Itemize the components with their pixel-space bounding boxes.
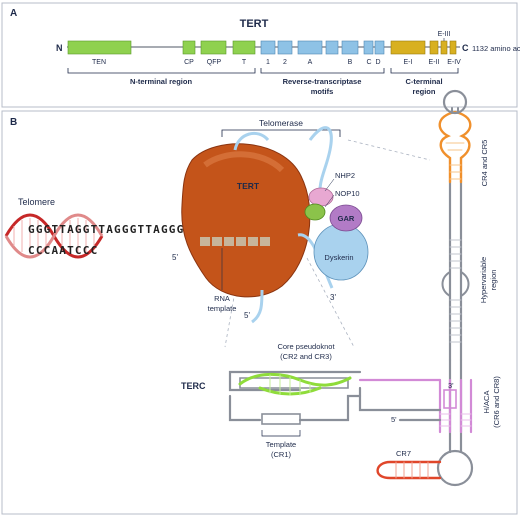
domain-t xyxy=(232,40,256,55)
rna-strand-5prime xyxy=(251,289,264,324)
c-terminal-label-line2: region xyxy=(413,87,436,96)
panel-a-title: TERT xyxy=(240,18,269,30)
c-terminal-bracket xyxy=(390,68,459,74)
terc-5prime-label: 5' xyxy=(391,415,397,424)
nhp2 xyxy=(308,187,334,207)
nhp2-leader xyxy=(324,178,335,192)
motif-b xyxy=(341,40,359,55)
core-pseudoknot-label-line2: (CR2 and CR3) xyxy=(280,352,332,361)
nop10 xyxy=(304,203,326,221)
telomerase-label: Telomerase xyxy=(259,118,303,128)
domain-e-iii xyxy=(440,40,448,55)
domain-qfp xyxy=(200,40,227,55)
dyskerin-label: Dyskerin xyxy=(324,253,353,262)
label-cp: CP xyxy=(184,59,194,66)
label-2: 2 xyxy=(283,59,287,66)
hypervariable-label-line2: region xyxy=(489,270,498,291)
template-label-line2: (CR1) xyxy=(271,450,292,459)
rt-label-line1: Reverse-transcriptase xyxy=(283,77,362,86)
core-pseudoknot-label-line1: Core pseudoknot xyxy=(277,342,335,351)
n-terminal-region-label: N-terminal region xyxy=(130,77,193,86)
tert-highlight xyxy=(203,151,285,173)
dna-top-strand: GGGTTAGGTTAGGGTTAGGG xyxy=(28,223,184,236)
cr4-cr5-label: CR4 and CR5 xyxy=(480,140,489,187)
zoom-line-top xyxy=(347,139,431,161)
n-terminus-label: N xyxy=(56,43,63,53)
terc-rna xyxy=(228,89,474,487)
motif-c xyxy=(363,40,374,55)
telomere-helix xyxy=(4,213,104,259)
hypervariable-label-line1: Hypervariable xyxy=(479,257,488,303)
domain-cp xyxy=(182,40,196,55)
length-label: 1132 amino acids xyxy=(472,44,520,53)
label-c: C xyxy=(366,59,371,66)
rna-template-label-line2: template xyxy=(208,304,237,313)
label-b: B xyxy=(348,59,353,66)
label-e-iv: E-IV xyxy=(447,59,461,66)
tert-label: TERT xyxy=(237,181,260,191)
c-terminus-label: C xyxy=(462,43,469,53)
terc-3prime-label: 3' xyxy=(448,381,454,390)
domain-ten xyxy=(67,40,132,55)
label-e-iii: E-III xyxy=(438,31,451,38)
gar-label: GAR xyxy=(338,214,355,223)
terc-label: TERC xyxy=(181,381,206,391)
domain-e-ii xyxy=(429,40,439,55)
label-d: D xyxy=(375,59,380,66)
panel-a-frame xyxy=(1,2,518,108)
haca-label-line1: H/ACA xyxy=(482,391,491,414)
motif-d xyxy=(374,40,385,55)
panel-b-letter: B xyxy=(10,117,17,128)
label-e-i: E-I xyxy=(404,59,413,66)
telomerase-bracket xyxy=(221,129,341,137)
rna-template-bases xyxy=(200,237,270,246)
tert-protein xyxy=(181,143,311,298)
label-ten: TEN xyxy=(92,59,106,66)
label-qfp: QFP xyxy=(207,59,222,66)
dna-bottom-strand: CCCAATCCC xyxy=(28,244,98,257)
motif-1 xyxy=(260,40,276,55)
rna-strand-top xyxy=(233,131,270,151)
rt-bracket xyxy=(260,68,385,74)
nhp2-label: NHP2 xyxy=(335,171,355,180)
dna-5prime-label: 5' xyxy=(172,253,178,262)
domain-e-iv xyxy=(449,40,457,55)
c-terminal-label-line1: C-terminal xyxy=(405,77,442,86)
cr7-label: CR7 xyxy=(396,449,411,458)
motif-gap xyxy=(325,40,339,55)
rna-template-label-line1: RNA xyxy=(214,294,230,303)
domain-e-i xyxy=(390,40,426,55)
label-t: T xyxy=(242,59,247,66)
rna-5prime-label: 5' xyxy=(244,311,250,320)
nop10-leader xyxy=(324,194,335,208)
nop10-label: NOP10 xyxy=(335,189,360,198)
n-terminal-bracket xyxy=(67,68,256,74)
motif-2 xyxy=(277,40,293,55)
gar-domain xyxy=(329,204,363,232)
dyskerin xyxy=(313,223,369,281)
haca-label-line2: (CR6 and CR8) xyxy=(492,376,501,428)
label-a: A xyxy=(308,59,313,66)
telomere-label: Telomere xyxy=(18,197,55,207)
zoom-line-mid xyxy=(306,257,355,348)
rna-3prime-label: 3' xyxy=(330,293,336,302)
motif-a xyxy=(297,40,323,55)
template-label-line1: Template xyxy=(266,440,296,449)
label-e-ii: E-II xyxy=(429,59,440,66)
rna-strand-right xyxy=(308,126,333,201)
rt-label-line2: motifs xyxy=(311,87,334,96)
label-1: 1 xyxy=(266,59,270,66)
panel-a-letter: A xyxy=(10,8,17,19)
template-bracket xyxy=(261,430,301,437)
